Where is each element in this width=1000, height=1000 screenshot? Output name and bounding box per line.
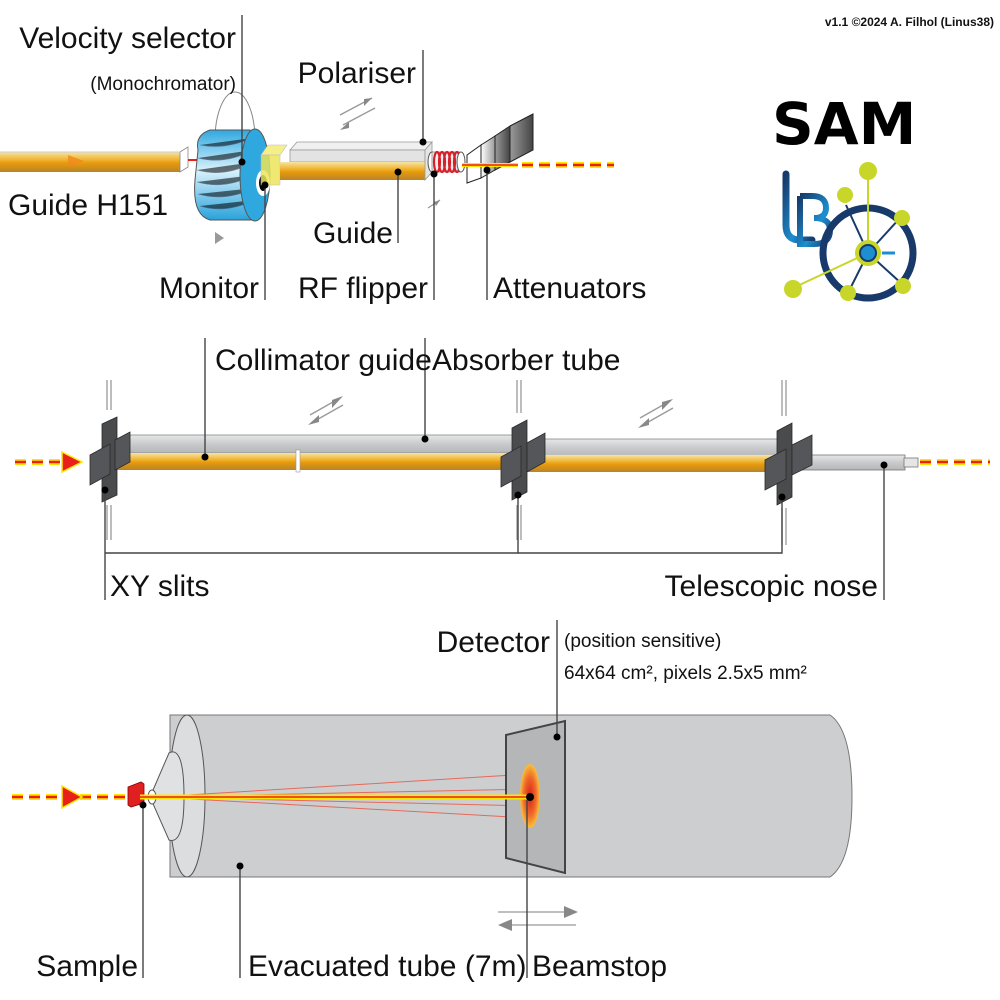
detector-move-arrows [498, 906, 578, 931]
label-collimator-guide: Collimator guide [215, 344, 432, 377]
label-monochromator: (Monochromator) [90, 74, 236, 95]
credit-text: v1.1 ©2024 A. Filhol (Linus38) [825, 15, 994, 29]
label-velocity-selector: Velocity selector [19, 22, 236, 55]
beamstop [526, 793, 534, 801]
polariser-guide [280, 97, 433, 182]
xy-slit-2 [500, 419, 546, 501]
label-guide: Guide [313, 217, 393, 250]
velocity-selector [194, 91, 271, 244]
label-detector-note: (position sensitive) [564, 631, 721, 652]
section-top-beamline: Velocity selector (Monochromator) Polari… [0, 15, 646, 305]
slit-move-arrows [106, 380, 787, 545]
rf-flipper [427, 150, 466, 209]
label-monitor: Monitor [159, 272, 259, 305]
label-rf-flipper: RF flipper [298, 272, 428, 305]
attenuators [466, 113, 534, 184]
sam-logo: SAM [772, 90, 917, 302]
label-detector-specs: 64x64 cm², pixels 2.5x5 mm² [564, 663, 807, 684]
label-attenuators: Attenuators [493, 272, 646, 305]
polariser-move-arrows [339, 97, 376, 130]
guide-h151 [0, 146, 189, 173]
label-beamstop: Beamstop [532, 950, 667, 983]
beam-direction-arrow [61, 784, 84, 810]
monitor [260, 144, 288, 186]
xy-slit-1 [89, 416, 131, 503]
beam-direction-arrow [61, 450, 84, 474]
section-detector: Detector (position sensitive) 64x64 cm²,… [12, 620, 853, 983]
label-sample: Sample [36, 950, 138, 983]
label-evacuated-tube: Evacuated tube (7m) [248, 950, 526, 983]
label-guide-h151: Guide H151 [8, 189, 168, 222]
telescopic-nose [789, 454, 990, 471]
logo-title: SAM [772, 90, 916, 158]
llb-logo-icon [782, 162, 917, 302]
label-xy-slits: XY slits [110, 570, 209, 603]
label-detector: Detector [437, 626, 550, 659]
beam-direction-arrow [68, 155, 84, 167]
label-absorber-tube: Absorber tube [432, 344, 620, 377]
label-polariser: Polariser [298, 57, 416, 90]
label-telescopic-nose: Telescopic nose [665, 570, 878, 603]
xy-slit-3 [764, 422, 813, 506]
section-collimation: Collimator guide Absorber tube XY slits … [15, 338, 990, 603]
